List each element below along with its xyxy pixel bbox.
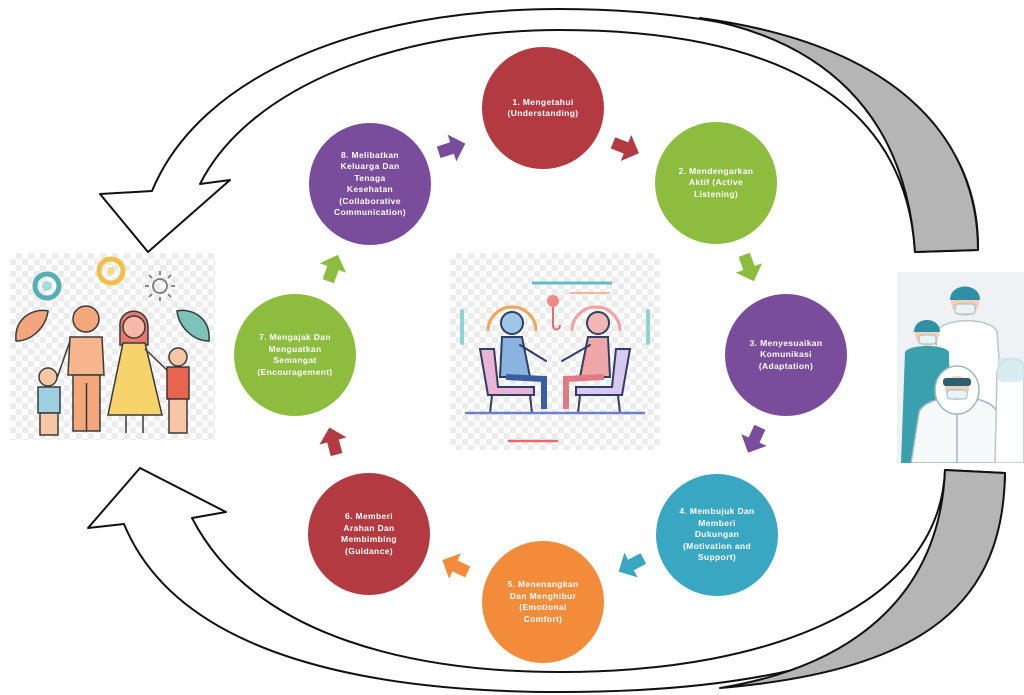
left-leaf-icon xyxy=(15,309,49,342)
step-label-line: Comfort) xyxy=(523,613,563,624)
step-label-line: (Adaptation) xyxy=(758,360,814,371)
step-label-line: 6. Memberi xyxy=(345,511,393,521)
top-arrow-shade xyxy=(699,17,979,253)
step-label-line: Semangat xyxy=(273,355,317,365)
step-3-adaptation: 3. Menyesuaikan Komunikasi (Adaptation) xyxy=(725,294,847,416)
medical-staff-illustration xyxy=(897,272,1024,463)
bottom-arrow-shade xyxy=(719,469,1006,689)
step-label-line: Tenaga xyxy=(354,172,386,183)
step-4-motivation-and-support: 4. Membujuk Dan Memberi Dukungan (Motiva… xyxy=(656,474,778,596)
left-speech-arc xyxy=(486,305,538,332)
arrow-2-to-3-icon xyxy=(735,252,763,282)
step-label-line: (Encouragement) xyxy=(257,366,333,377)
yellow-ring-icon xyxy=(96,256,126,286)
teal-ring-icon xyxy=(32,271,62,301)
hanging-ornament-icon xyxy=(547,295,561,331)
step-label-line: (Motivation and xyxy=(682,540,752,551)
father-figure xyxy=(55,305,105,432)
step-label-line: Support) xyxy=(697,552,737,563)
connector-arrows xyxy=(319,134,767,579)
step-label-line: Communication) xyxy=(334,207,406,217)
step-label-line: Kesehatan xyxy=(346,184,394,194)
step-label-line: Keluarga Dan xyxy=(340,161,400,171)
arrow-1-to-2-icon xyxy=(610,135,639,161)
family-illustration xyxy=(10,253,215,440)
step-1-understanding: 1. Mengetahui (Understanding) xyxy=(482,47,604,169)
step-label-line: 5. Menenangkan xyxy=(507,579,579,589)
step-label-line: Dan Menghibur xyxy=(509,590,577,601)
step-label-line: 3. Menyesuaikan xyxy=(749,337,823,348)
step-label-line: Aktif (Active xyxy=(688,177,744,188)
step-6-guidance: 6. Memberi Arahan Dan Membimbing (Guidan… xyxy=(308,473,430,595)
arrow-3-to-4-icon xyxy=(741,424,767,453)
front-ppe-figure xyxy=(910,365,1006,463)
arrow-4-to-5-icon xyxy=(618,552,647,578)
child-right-figure xyxy=(166,347,190,434)
step-label-line: Menguatkan xyxy=(268,343,322,354)
left-chair xyxy=(478,348,535,414)
step-label-line: 2. Mendengarkan xyxy=(678,165,754,176)
arrow-5-to-6-icon xyxy=(442,553,471,579)
left-person-figure xyxy=(498,311,547,409)
step-label-line: Listening) xyxy=(693,188,739,199)
face-shield-figure xyxy=(994,357,1024,463)
counseling-icon xyxy=(460,281,650,443)
arrow-8-to-1-icon xyxy=(436,134,466,162)
mother-figure xyxy=(107,310,171,433)
step-5-emotional-comfort: 5. Menenangkan Dan Menghibur (Emotional … xyxy=(482,541,604,663)
child-left-figure xyxy=(37,367,61,436)
step-label-line: 1. Mengetahui xyxy=(512,96,574,107)
step-label-line: Dukungan xyxy=(694,529,740,540)
step-label-line: 8. Melibatkan xyxy=(341,149,399,160)
family-icon xyxy=(15,256,210,436)
step-label-line: Memberi xyxy=(698,517,736,528)
counseling-conversation-illustration xyxy=(450,253,660,450)
right-leaf-icon xyxy=(176,309,210,342)
arrow-6-to-7-icon xyxy=(319,427,347,457)
step-label-line: (Guidance) xyxy=(345,545,393,556)
step-label-line: Komunikasi xyxy=(760,349,812,360)
step-label-line: 4. Membujuk Dan xyxy=(679,506,755,517)
sun-icon xyxy=(145,271,175,301)
bottom-curved-return-arrow-icon xyxy=(87,467,1006,693)
right-person-figure xyxy=(561,311,612,409)
step-label-line: (Understanding) xyxy=(507,108,579,118)
right-chair xyxy=(575,348,632,414)
right-speech-arc xyxy=(570,305,622,332)
top-curved-return-arrow-icon xyxy=(99,8,980,253)
step-7-encouragement: 7. Mengajak Dan Menguatkan Semangat (Enc… xyxy=(234,294,356,416)
step-label-line: (Collaborative xyxy=(339,195,401,206)
medical-staff-icon xyxy=(901,286,1024,463)
step-2-active-listening: 2. Mendengarkan Aktif (Active Listening) xyxy=(655,122,777,244)
step-label-line: Membimbing xyxy=(341,534,397,544)
step-label-line: (Emotional xyxy=(519,602,567,612)
step-label-line: Arahan Dan xyxy=(343,522,395,533)
step-8-collaborative-communication: 8. Melibatkan Keluarga Dan Tenaga Keseha… xyxy=(309,123,431,245)
arrow-7-to-8-icon xyxy=(319,254,347,284)
step-label-line: 7. Mengajak Dan xyxy=(259,332,331,342)
